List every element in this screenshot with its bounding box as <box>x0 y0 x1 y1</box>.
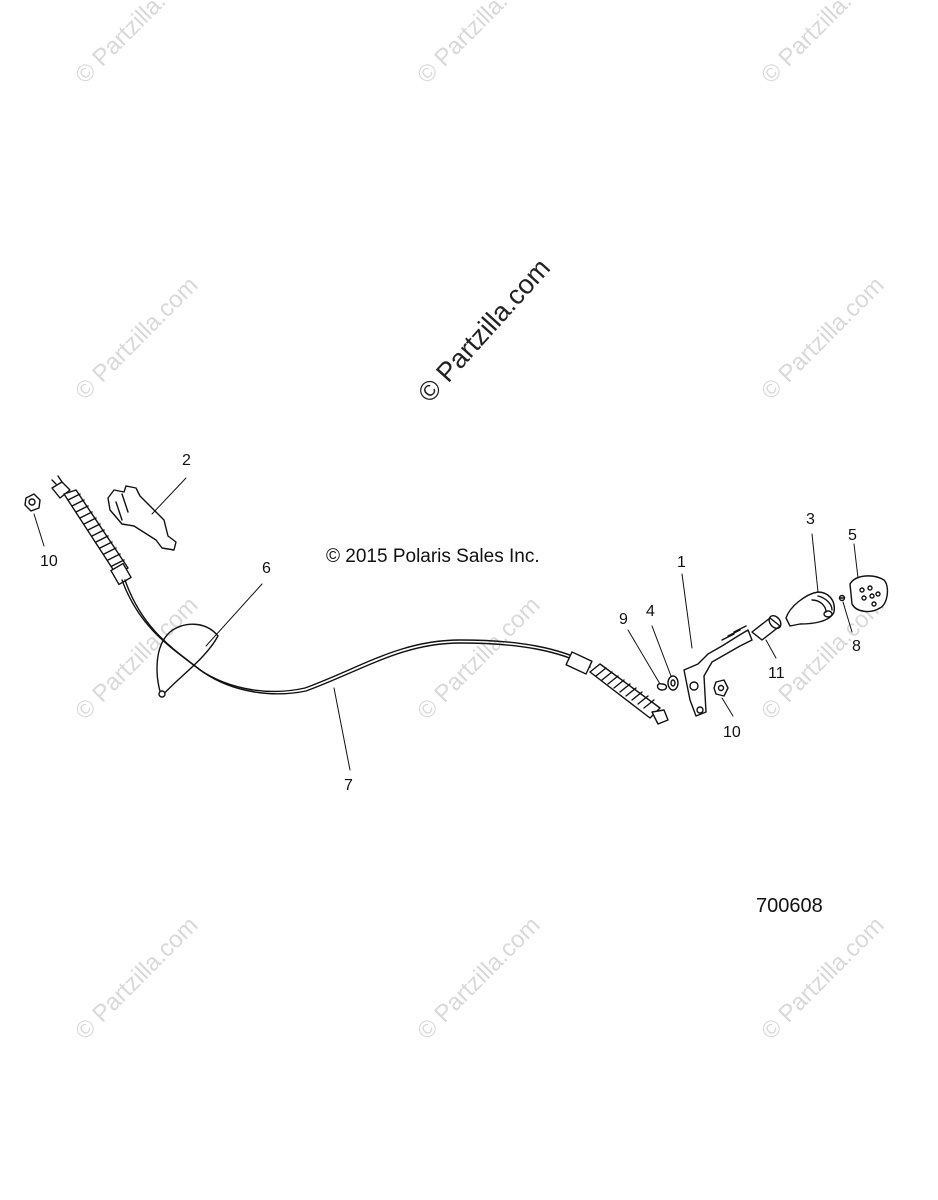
callout-3: 3 <box>806 511 815 528</box>
diagram-id: 700608 <box>756 895 823 917</box>
copyright-text: © 2015 Polaris Sales Inc. <box>326 546 540 567</box>
callout-5: 5 <box>848 527 857 544</box>
cable-boot-left <box>63 489 132 586</box>
nut-part-10-right <box>713 679 729 697</box>
callout-1: 1 <box>677 554 686 571</box>
lever-part-1 <box>683 625 753 717</box>
nut-part-10-left <box>24 493 41 512</box>
callout-2: 2 <box>182 452 191 469</box>
cable-end-left <box>51 475 71 499</box>
callout-7: 7 <box>344 777 353 794</box>
cable-boot-right <box>565 651 669 725</box>
washer-part-4 <box>667 675 679 691</box>
leader-lines <box>33 477 859 771</box>
callout-6: 6 <box>262 560 271 577</box>
callout-9: 9 <box>619 611 628 628</box>
callout-11: 11 <box>768 665 785 682</box>
callout-4: 4 <box>646 603 655 620</box>
callout-10-left: 10 <box>40 553 58 570</box>
knob-part-5 <box>849 575 889 613</box>
bracket-part-2 <box>107 485 177 551</box>
callout-10-right: 10 <box>723 724 741 741</box>
handle-part-3 <box>785 591 835 627</box>
callout-8: 8 <box>852 638 861 655</box>
clip-part-9 <box>656 682 668 691</box>
sleeve-part-11 <box>751 614 782 641</box>
cable-part-7 <box>121 579 591 698</box>
screw-part-8 <box>838 594 846 602</box>
